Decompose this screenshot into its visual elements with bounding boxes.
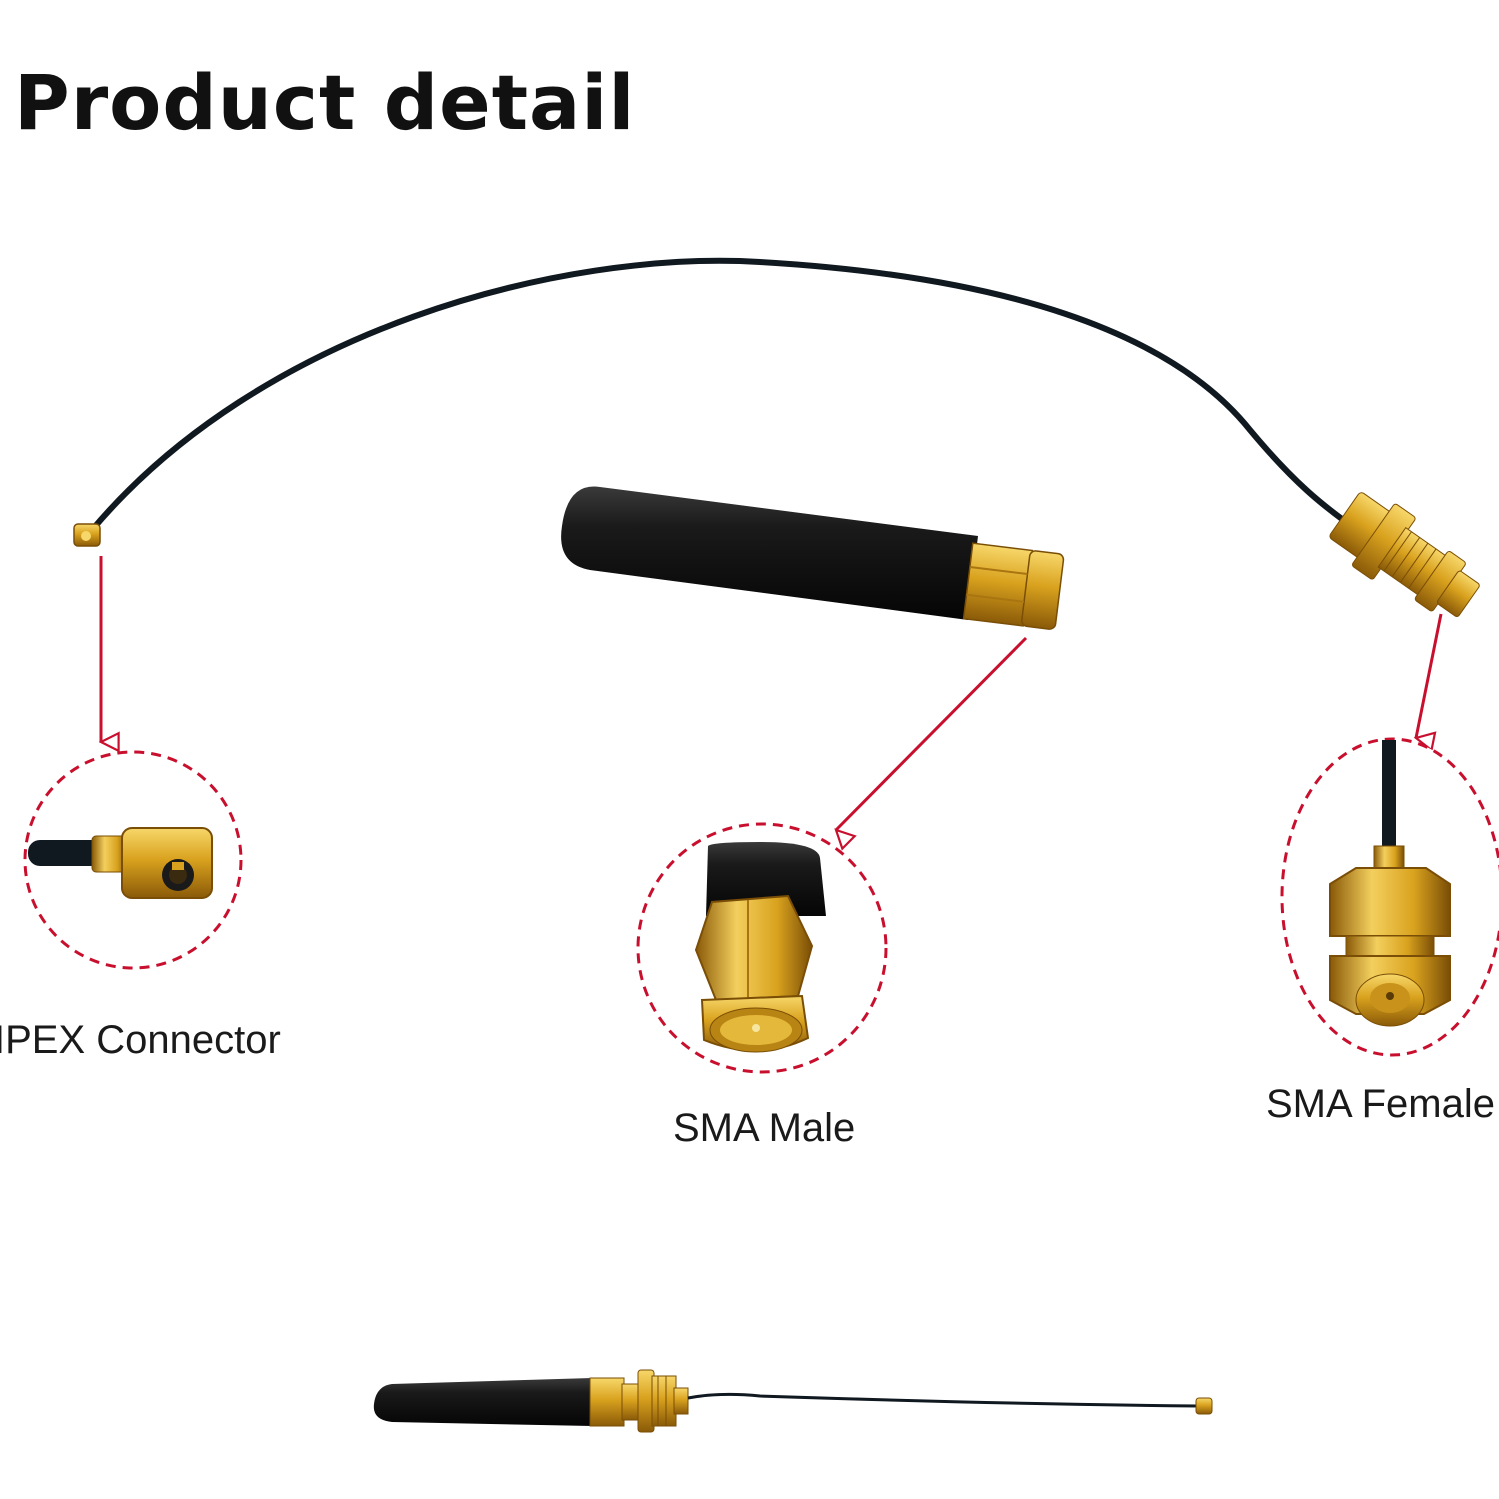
rubber-antenna-icon [561,486,1065,630]
label-sma-female: SMA Female [1266,1082,1495,1126]
sma-female-bulkhead-icon [1329,492,1480,618]
detail-circle-sma-female [1280,737,1499,1057]
label-ipex-connector: IPEX Connector [0,1018,281,1062]
ipex-connector-icon [73,523,101,547]
arrow-sma-male [836,636,1028,830]
pigtail-cable [89,257,1353,533]
detail-circle-sma-male [636,822,888,1074]
detail-circle-ipex [23,750,243,970]
assembled-antenna-icon [373,1369,1213,1433]
arrow-sma-female [1416,613,1443,738]
label-sma-male: SMA Male [673,1106,856,1150]
page-title: Product detail [14,58,636,147]
